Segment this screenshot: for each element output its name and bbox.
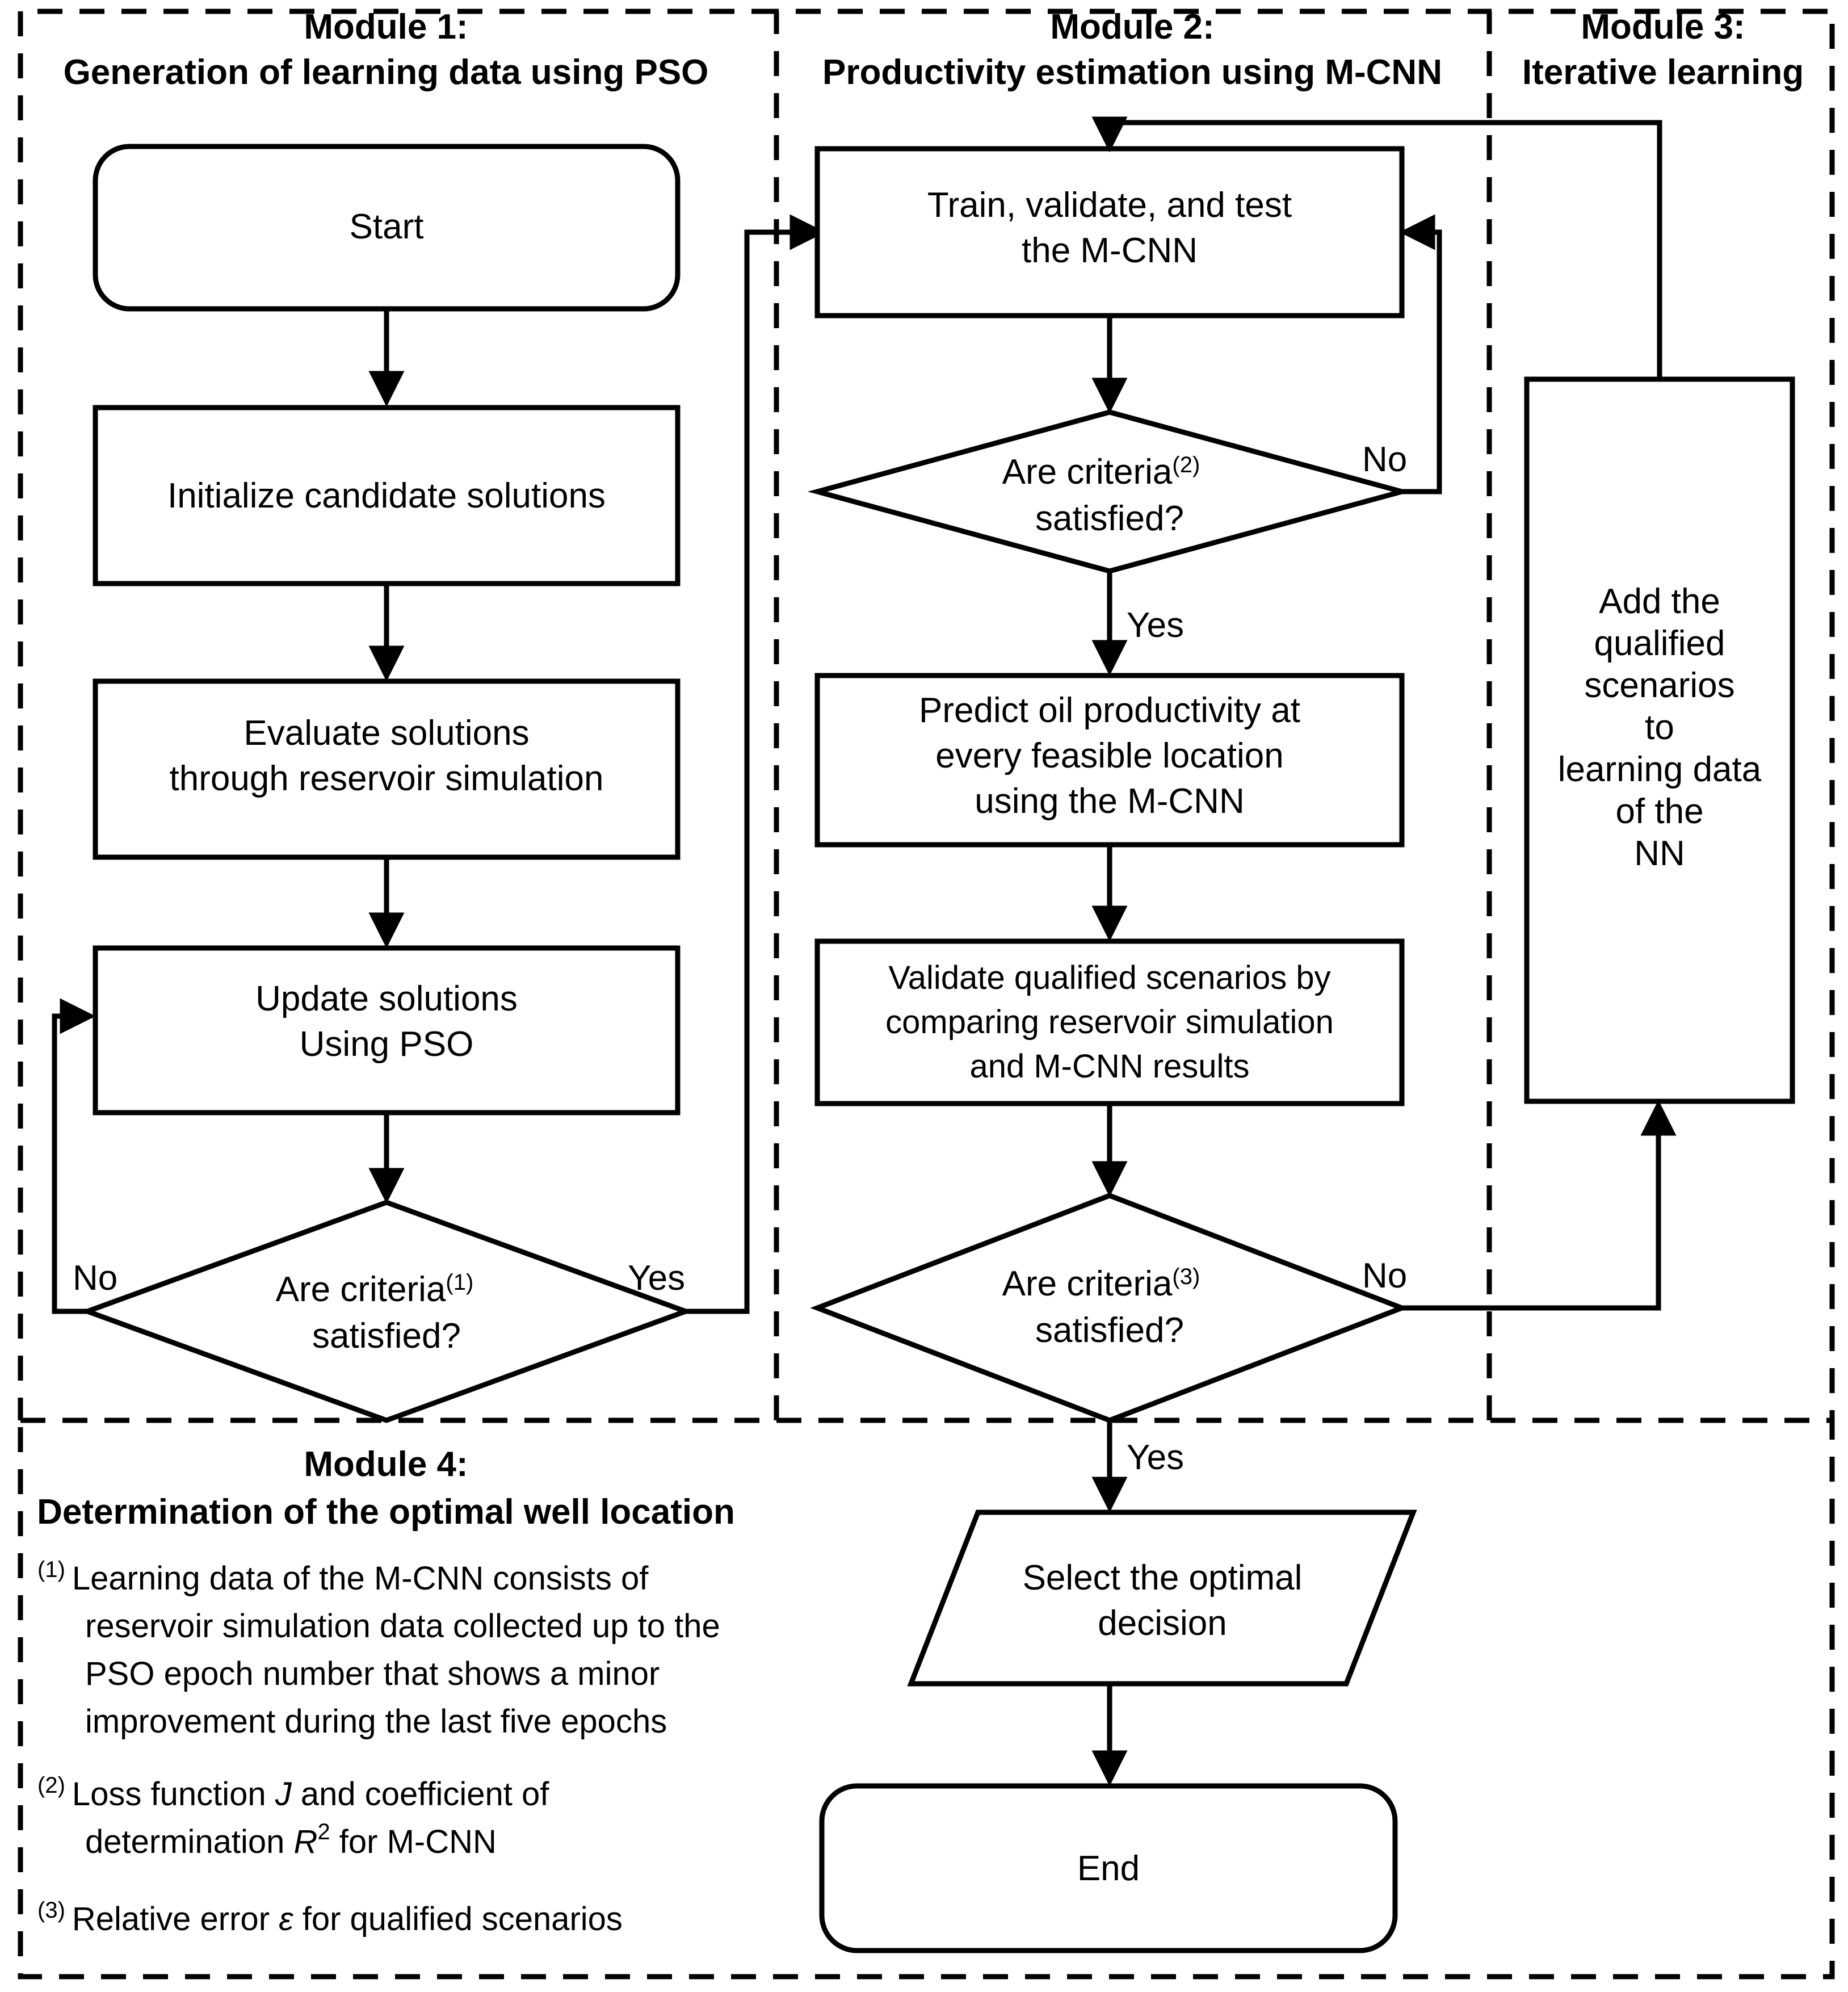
footnote-1-line-2: reservoir simulation data collected up t… bbox=[85, 1608, 720, 1645]
node-validate bbox=[814, 938, 1405, 1106]
edge-criteria3-no-to-add bbox=[1402, 1100, 1677, 1311]
node-train-label-2: the M-CNN bbox=[1022, 231, 1198, 270]
node-evaluate-label-1: Evaluate solutions bbox=[243, 714, 529, 753]
node-add-label-6: of the bbox=[1615, 792, 1703, 831]
edge-label-criteria3-no: No bbox=[1362, 1256, 1407, 1295]
node-criteria2 bbox=[807, 409, 1412, 574]
node-validate-label-1: Validate qualified scenarios by bbox=[888, 959, 1330, 996]
node-criteria2-label-1: Are criteria(2) bbox=[1002, 452, 1200, 492]
node-add bbox=[1524, 376, 1795, 1104]
node-end bbox=[819, 1783, 1398, 1953]
node-select-label-2: decision bbox=[1098, 1604, 1227, 1643]
node-criteria1-label-1: Are criteria(1) bbox=[276, 1270, 474, 1309]
footnote-1-line-3: PSO epoch number that shows a minor bbox=[85, 1655, 660, 1692]
module3-panel-border bbox=[1486, 9, 1835, 1420]
edge-criteria1-yes-to-train bbox=[686, 214, 826, 1314]
node-predict bbox=[814, 673, 1405, 848]
footnote-2-line-2: determination R2 for M-CNN bbox=[85, 1819, 497, 1860]
edge-label-criteria3-yes: Yes bbox=[1127, 1438, 1184, 1477]
node-validate-label-3: and M-CNN results bbox=[969, 1048, 1249, 1085]
node-criteria3-label-1: Are criteria(3) bbox=[1002, 1264, 1200, 1303]
node-predict-label-1: Predict oil productivity at bbox=[919, 691, 1300, 730]
module1-panel-border bbox=[18, 9, 776, 1420]
node-add-label-2: qualified bbox=[1594, 624, 1725, 663]
module2-panel-border bbox=[774, 9, 1489, 1420]
module2-number: Module 2: bbox=[1050, 7, 1214, 47]
module3-number: Module 3: bbox=[1581, 7, 1745, 47]
node-predict-label-2: every feasible location bbox=[935, 736, 1283, 775]
node-evaluate-label-2: through reservoir simulation bbox=[169, 759, 603, 798]
node-add-label-1: Add the bbox=[1599, 582, 1720, 621]
footnote-1-line-4: improvement during the last five epochs bbox=[85, 1703, 667, 1740]
node-validate-label-2: comparing reservoir simulation bbox=[885, 1004, 1334, 1041]
module4-number: Module 4: bbox=[304, 1445, 468, 1484]
module2-title: Productivity estimation using M-CNN bbox=[822, 53, 1442, 92]
edge-label-criteria1-no: No bbox=[73, 1259, 117, 1298]
footnote-1: (1)Learning data of the M-CNN consists o… bbox=[37, 1557, 649, 1597]
edge-label-criteria2-no: No bbox=[1362, 440, 1407, 479]
node-select bbox=[907, 1509, 1417, 1687]
node-train bbox=[814, 146, 1405, 318]
node-criteria3 bbox=[810, 1193, 1409, 1423]
module3-title: Iterative learning bbox=[1522, 53, 1804, 92]
node-end-label: End bbox=[1077, 1849, 1140, 1888]
module1-number: Module 1: bbox=[304, 7, 468, 47]
node-add-label-3: scenarios bbox=[1584, 666, 1734, 705]
node-criteria2-label-2: satisfied? bbox=[1035, 499, 1184, 538]
edge-criteria1-no-loop bbox=[52, 998, 96, 1314]
node-update-label-1: Update solutions bbox=[255, 979, 518, 1018]
edge-label-criteria2-yes: Yes bbox=[1127, 606, 1184, 645]
node-train-label-1: Train, validate, and test bbox=[927, 186, 1292, 225]
node-update-label-2: Using PSO bbox=[300, 1025, 474, 1064]
node-add-label-5: learning data bbox=[1558, 750, 1762, 789]
node-criteria1 bbox=[79, 1200, 694, 1423]
node-predict-label-3: using the M-CNN bbox=[975, 782, 1244, 821]
node-criteria1-label-2: satisfied? bbox=[312, 1316, 461, 1356]
node-criteria3-label-2: satisfied? bbox=[1035, 1311, 1184, 1350]
edge-add-to-train bbox=[1091, 116, 1662, 379]
footnote-3: (3)Relative error ε for qualified scenar… bbox=[37, 1898, 623, 1938]
node-start-label: Start bbox=[350, 207, 424, 246]
edge-label-criteria1-yes: Yes bbox=[628, 1259, 685, 1298]
node-add-label-4: to bbox=[1645, 708, 1674, 747]
footnote-2: (2)Loss function J and coefficient of bbox=[37, 1773, 549, 1813]
node-select-label-1: Select the optimal bbox=[1023, 1558, 1303, 1597]
module4-title: Determination of the optimal well locati… bbox=[37, 1492, 735, 1532]
node-add-label-7: NN bbox=[1634, 834, 1685, 873]
module4-panel-border bbox=[18, 1418, 1835, 1980]
node-initialize bbox=[93, 405, 681, 586]
module1-title: Generation of learning data using PSO bbox=[64, 53, 709, 92]
node-evaluate bbox=[93, 678, 681, 860]
node-initialize-label: Initialize candidate solutions bbox=[167, 476, 606, 515]
edge-criteria2-no-loop bbox=[1399, 214, 1442, 494]
